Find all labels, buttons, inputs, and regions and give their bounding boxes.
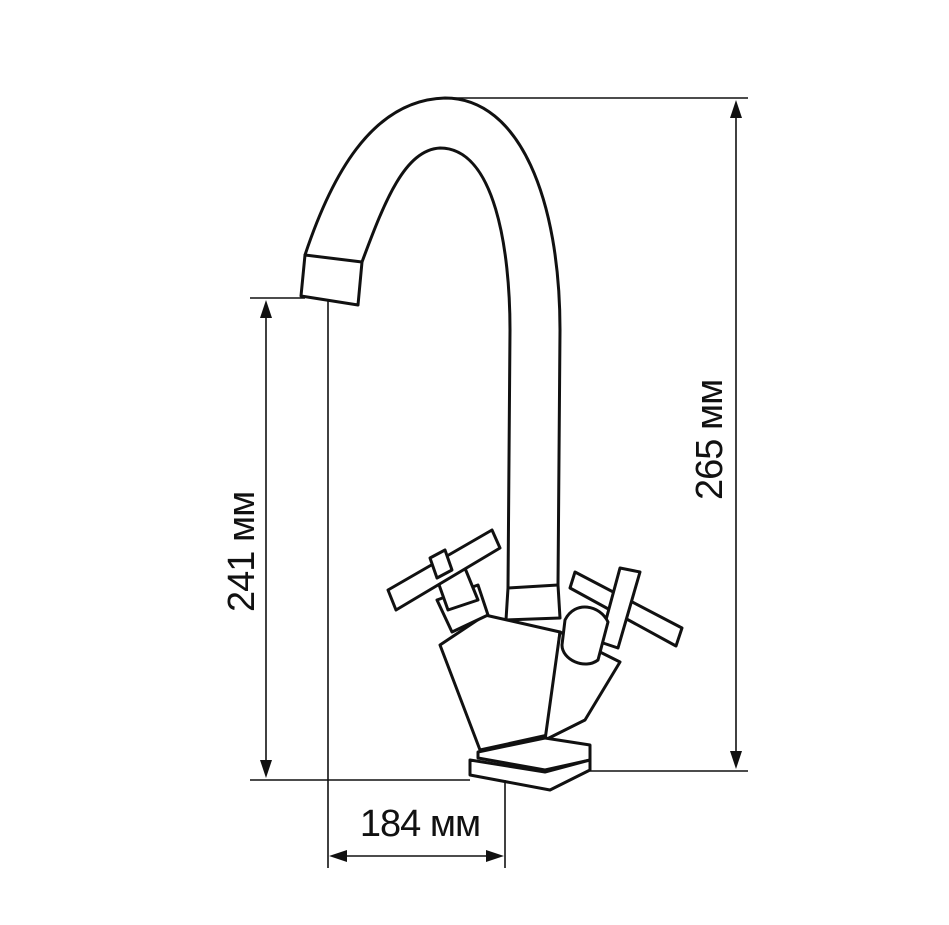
faucet-spout [299, 96, 562, 590]
arrow-head-icon [730, 100, 742, 118]
arrow-head-icon [260, 760, 272, 778]
arrow-head-icon [329, 850, 347, 862]
spout-reach-label: 184 мм [360, 803, 480, 845]
arrow-head-icon [486, 850, 504, 862]
arrow-head-icon [260, 300, 272, 318]
right-cross-handle [560, 566, 684, 666]
faucet-body [438, 583, 622, 792]
spout-height-label: 241 мм [221, 492, 263, 612]
dimension-spout-reach: 184 мм [329, 803, 504, 862]
dimension-spout-height: 241 мм [221, 300, 272, 778]
extension-lines [250, 97, 748, 868]
dimension-total-height: 265 мм [689, 100, 742, 769]
arrow-head-icon [730, 751, 742, 769]
total-height-label: 265 мм [689, 380, 731, 500]
left-cross-handle [386, 528, 502, 634]
